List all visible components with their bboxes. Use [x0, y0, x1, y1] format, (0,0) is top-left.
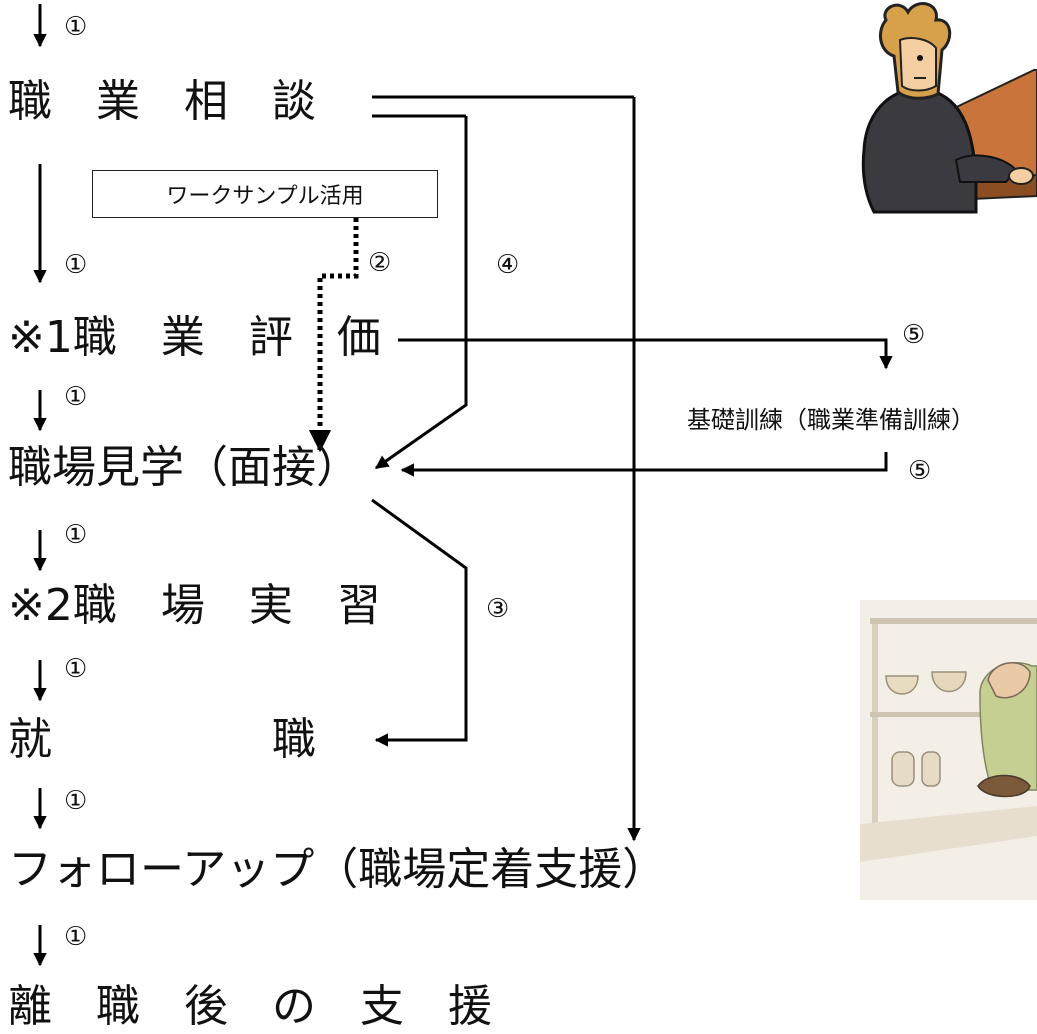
route-number-1: ① [64, 786, 88, 816]
work-sample-label: ワークサンプル活用 [166, 184, 364, 209]
route-2-dotted-line [308, 218, 359, 453]
route-number-1: ① [64, 250, 88, 280]
step-consultation: 職 業 相 談 [8, 76, 316, 127]
route-number-1: ① [64, 922, 88, 952]
pottery-craft-illustration [860, 600, 1037, 900]
route-4-line [374, 116, 468, 470]
step-evaluation: ※1職 業 評 価 [8, 312, 381, 363]
step-internship: ※2職 場 実 習 [8, 580, 381, 631]
step-visit: 職場見学（面接） [8, 442, 360, 493]
route-number-1: ① [64, 382, 88, 412]
person-at-desk-illustration [861, 2, 1037, 214]
step-employment: 就 職 [8, 714, 316, 765]
route-number-5: ⑤ [908, 456, 932, 486]
route-number-1: ① [64, 654, 88, 684]
route-number-2: ② [368, 248, 392, 278]
step-followup: フォローアップ（職場定着支援） [8, 844, 667, 895]
route-5-line-b [400, 452, 888, 477]
basic-training-label: 基礎訓練（職業準備訓練） [687, 406, 975, 434]
work-sample-box: ワークサンプル活用 [92, 170, 438, 218]
route-number-5: ⑤ [902, 320, 926, 350]
route-5-line-a [398, 338, 893, 370]
route-number-3: ③ [486, 594, 510, 624]
route-number-1: ① [64, 12, 88, 42]
route-3-line [371, 498, 468, 747]
route-number-1: ① [64, 520, 88, 550]
step-after-leaving: 離 職 後 の 支 援 [8, 981, 492, 1032]
route-number-4: ④ [496, 250, 520, 280]
